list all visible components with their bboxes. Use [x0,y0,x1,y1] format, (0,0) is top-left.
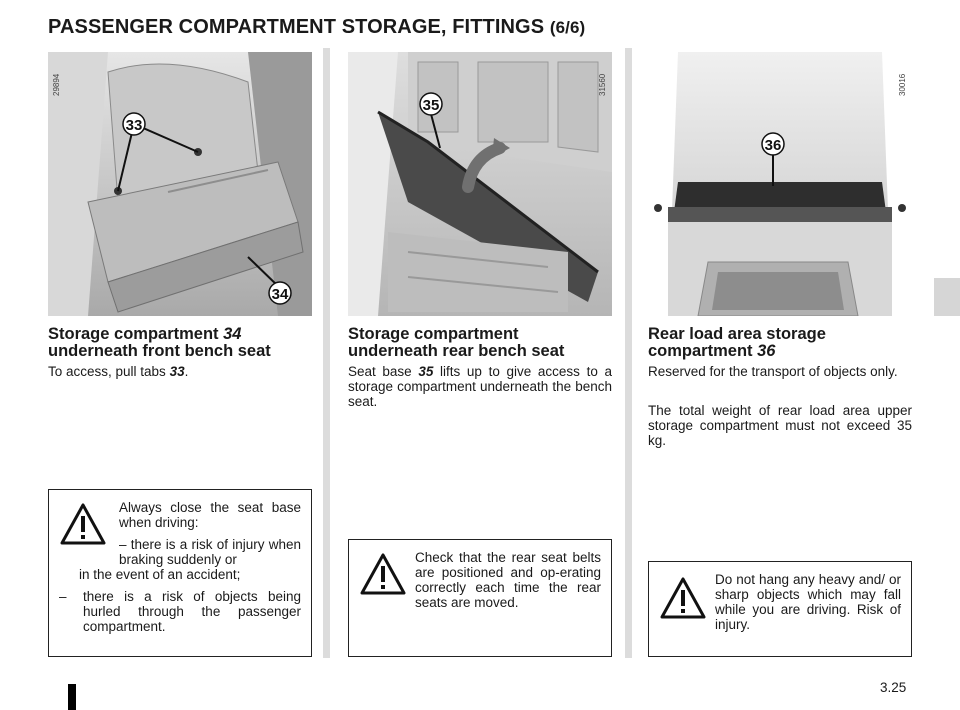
warning-triangle-icon [660,577,706,619]
warning-front-item2: – there is a risk of objects being hurle… [59,589,301,634]
callout-34: 34 [268,281,292,305]
svg-text:36: 36 [765,137,782,154]
svg-text:35: 35 [423,97,440,114]
rear-load-area-photo: 36 30016 [648,52,912,316]
warning-front-item1: – there is a risk of injury when braking… [119,537,301,567]
column-divider-right [625,48,632,658]
section-body-rear-load-2: The total weight of rear load area upper… [648,403,912,448]
image-code: 29894 [52,73,61,96]
section-heading-rear-load: Rear load area storage compartment 36 [648,325,826,360]
front-bench-seat-photo: 33 34 29894 [48,52,312,316]
warning-rear-bench-text: Check that the rear seat belts are posit… [415,550,601,610]
section-body-rear-load-1: Reserved for the transport of objects on… [648,364,898,379]
callout-35: 35 [419,92,443,116]
callout-36: 36 [761,132,785,156]
chapter-tab [934,278,960,316]
image-code: 31560 [598,73,607,96]
warning-box-rear-bench: Check that the rear seat belts are posit… [348,539,612,657]
rear-bench-seat-photo: 35 31560 [348,52,612,316]
column-divider-left [323,48,330,658]
section-heading-rear-bench: Storage compartment underneath rear benc… [348,325,565,360]
warning-front-intro: Always close the seat base when driving: [119,500,301,530]
page-number: 3.25 [880,680,907,695]
page-title: PASSENGER COMPARTMENT STORAGE, FITTINGS … [48,16,586,38]
warning-front-item1-cont: in the event of an accident; [79,567,241,582]
image-code: 30016 [898,73,907,96]
warning-rear-load-text: Do not hang any heavy and/ or sharp obje… [715,572,901,632]
section-heading-front: Storage compartment 34 underneath front … [48,325,271,360]
warning-triangle-icon [60,503,106,545]
svg-text:34: 34 [272,286,289,303]
corner-mark [68,684,76,710]
section-body-rear-bench: Seat base 35 lifts up to give access to … [348,364,612,409]
warning-box-rear-load: Do not hang any heavy and/ or sharp obje… [648,561,912,657]
warning-box-front: Always close the seat base when driving:… [48,489,312,657]
section-body-front: To access, pull tabs 33. [48,364,189,379]
callout-33: 33 [122,112,146,136]
svg-text:33: 33 [126,117,143,134]
warning-triangle-icon [360,553,406,595]
